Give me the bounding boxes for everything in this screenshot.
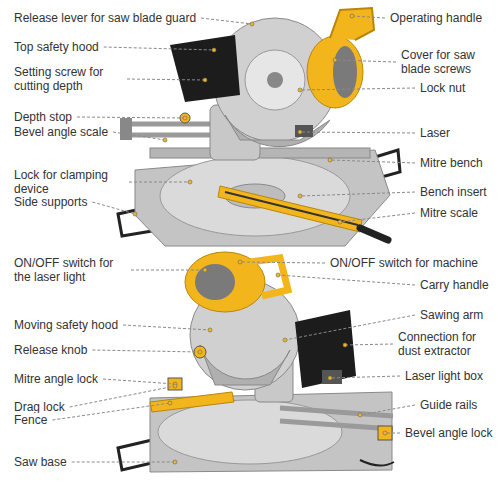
leader-dot	[163, 138, 167, 142]
part-label: Mitre scale	[418, 206, 480, 220]
part-label: Side supports	[12, 195, 89, 209]
leader-line	[77, 117, 185, 118]
part-label: Sawing arm	[418, 308, 485, 322]
part-label: Bevel angle scale	[12, 125, 110, 139]
leader-line	[240, 262, 325, 263]
leader-line	[360, 405, 415, 415]
leader-dot	[173, 384, 177, 388]
leader-line	[92, 202, 135, 214]
leader-line	[201, 18, 252, 24]
leader-line	[113, 132, 165, 140]
part-label: Operating handle	[388, 11, 484, 25]
leader-dot	[212, 48, 216, 52]
part-label: Bevel angle lock	[403, 426, 494, 440]
part-label: Laser light box	[403, 369, 485, 383]
leader-dot	[298, 194, 302, 198]
leader-dot	[188, 180, 192, 184]
leader-line	[335, 60, 396, 62]
leader-dot	[238, 260, 242, 264]
leader-line	[127, 79, 205, 80]
leader-dot	[203, 78, 207, 82]
part-label: ON/OFF switch for machine	[328, 256, 480, 270]
leader-line	[278, 275, 415, 285]
leader-dot	[283, 338, 287, 342]
leader-dot	[208, 328, 212, 332]
leader-line	[345, 344, 393, 345]
leader-dot	[383, 431, 387, 435]
leader-dot	[183, 116, 187, 120]
part-label: Lock nut	[418, 81, 467, 95]
leader-line	[330, 376, 400, 378]
part-label: Mitre bench	[418, 156, 485, 170]
part-label: Guide rails	[418, 398, 479, 412]
leader-line	[129, 182, 190, 183]
leader-dot	[328, 376, 332, 380]
leader-dot	[328, 158, 332, 162]
leader-line	[131, 270, 205, 271]
leader-line	[340, 213, 415, 222]
leader-line	[52, 403, 170, 420]
leader-dot	[333, 58, 337, 62]
leader-dot	[343, 343, 347, 347]
part-label: Saw base	[12, 455, 69, 469]
leader-line	[300, 132, 415, 133]
leader-line	[352, 16, 385, 18]
part-label: Fence	[12, 413, 49, 427]
leader-dot	[298, 88, 302, 92]
part-label: Lock for clamping device	[12, 168, 126, 196]
leader-dot	[358, 413, 362, 417]
leader-dot	[350, 14, 354, 18]
leader-line	[72, 462, 175, 463]
leader-line	[92, 350, 200, 352]
part-label: Cover for saw blade screws	[399, 48, 495, 76]
leader-line	[103, 379, 175, 384]
part-label: Bench insert	[418, 185, 489, 199]
part-label: Laser	[418, 126, 452, 140]
leader-dot	[276, 273, 280, 277]
leader-dot	[203, 268, 207, 272]
leader-dot	[198, 350, 202, 354]
part-label: Moving safety hood	[12, 318, 120, 332]
leader-line	[123, 325, 210, 330]
leader-line	[70, 386, 175, 407]
part-label: Mitre angle lock	[12, 372, 100, 386]
leader-dot	[338, 220, 342, 224]
leader-dot	[168, 401, 172, 405]
leader-line	[300, 192, 415, 196]
leader-dot	[133, 212, 137, 216]
part-label: Carry handle	[418, 278, 491, 292]
part-label: Connection for dust extractor	[396, 330, 495, 358]
leader-dot	[250, 22, 254, 26]
part-label: Setting screw for cutting depth	[12, 65, 124, 93]
leader-dot	[173, 460, 177, 464]
part-label: Release lever for saw blade guard	[12, 11, 198, 25]
leader-line	[330, 160, 415, 163]
part-label: Top safety hood	[12, 40, 101, 54]
leader-dot	[298, 130, 302, 134]
top-saw	[118, 8, 400, 246]
part-label: Release knob	[12, 343, 89, 357]
part-label: Depth stop	[12, 110, 74, 124]
leader-line	[300, 88, 415, 90]
part-label: ON/OFF switch for the laser light	[12, 256, 128, 284]
leader-line	[104, 47, 214, 50]
bottom-saw	[118, 252, 394, 472]
part-label: Drag lock	[12, 400, 67, 414]
